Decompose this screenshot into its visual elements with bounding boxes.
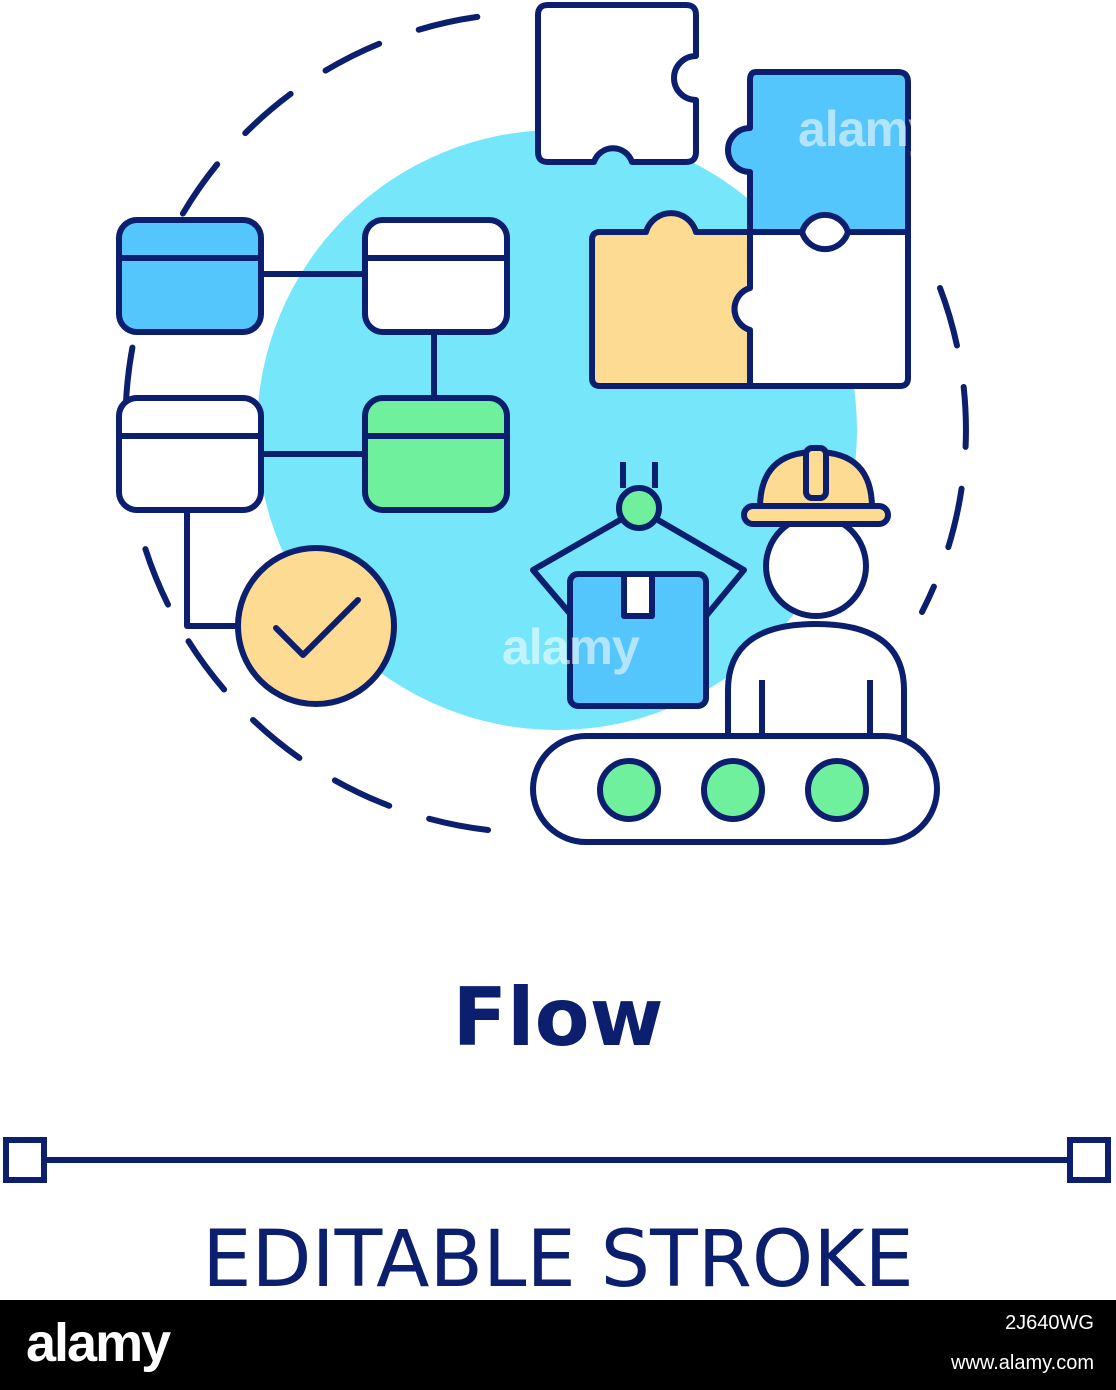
conveyor-roller-1 [597,758,661,822]
worker-icon [725,513,907,741]
flowchart-node-green [362,395,510,513]
conveyor-belt-icon [530,733,940,845]
flow-concept-illustration [3,2,1111,1183]
puzzle-piece-top [535,2,699,165]
check-circle-icon [235,545,397,707]
flowchart-node-blue [116,217,264,335]
puzzle-piece-yellow [589,210,753,389]
worker-head [763,513,869,619]
flowchart-node-white-top [362,217,510,335]
watermark-top: alamy [798,101,936,157]
dashed-arc-right [919,285,969,615]
editable-stroke-line [3,1137,1111,1183]
page-title: Flow [452,971,664,1064]
hard-hat-icon [741,445,891,527]
flowchart-node-white-left [116,395,264,513]
image-id: 2J640WG [1005,1312,1094,1334]
puzzle-piece-white [731,229,911,389]
conveyor-roller-2 [701,758,765,822]
robot-arm-icon [530,462,747,618]
puzzle-icon [535,2,911,389]
footer-url: www.alamy.com [951,1352,1094,1374]
stroke-handle-left [3,1137,47,1183]
alamy-logo: alamy [26,1313,171,1373]
box-icon [567,571,709,709]
editable-stroke-label: EDITABLE STROKE [202,1215,914,1305]
worker-body [725,621,907,741]
watermark-center: alamy [502,619,640,675]
footer-bar: alamy 2J640WG www.alamy.com [0,1300,1116,1390]
conveyor-roller-3 [805,758,869,822]
flowchart-icon [116,217,510,629]
stroke-handle-right [1067,1137,1111,1183]
